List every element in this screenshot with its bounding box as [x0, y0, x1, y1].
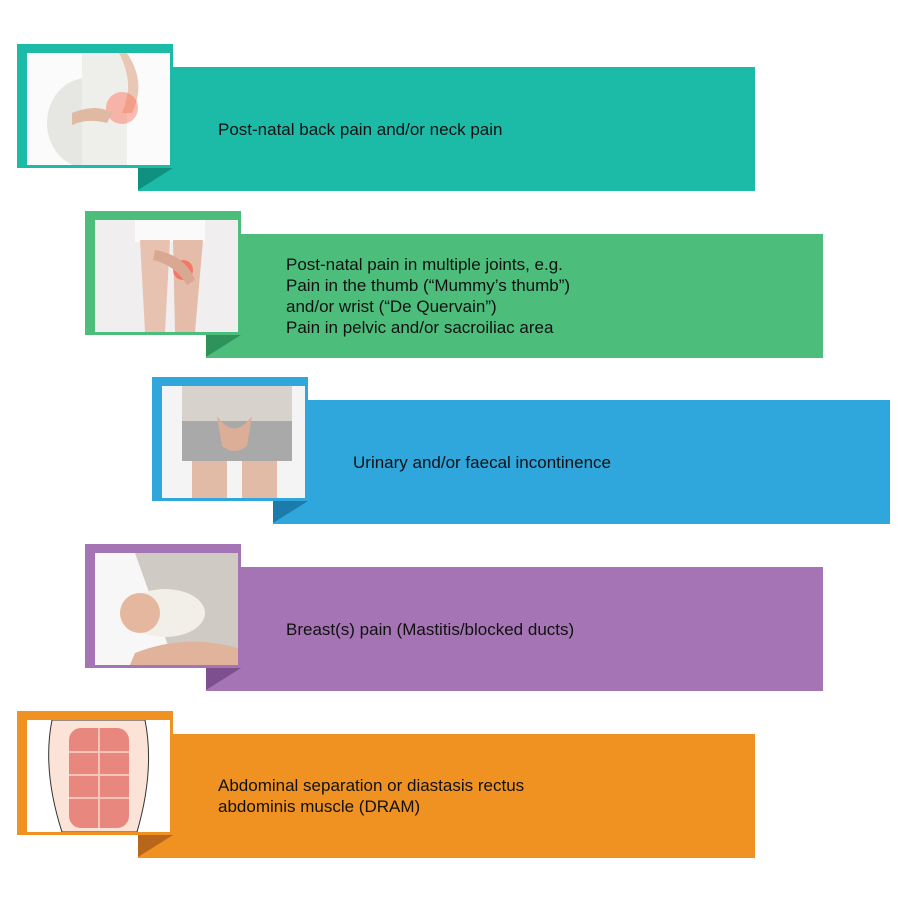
- symptom-banner: Post-natal back pain and/or neck pain: [138, 67, 755, 191]
- knee-pain-photo: [85, 211, 241, 335]
- symptom-banner: Post-natal pain in multiple joints, e.g.…: [206, 234, 823, 358]
- breastfeeding-photo: [85, 544, 241, 668]
- symptom-banner: Abdominal separation or diastasis rectus…: [138, 734, 755, 858]
- banner-fold: [138, 168, 173, 190]
- symptom-banner: Breast(s) pain (Mastitis/blocked ducts): [206, 567, 823, 691]
- symptom-text: Urinary and/or faecal incontinence: [353, 452, 611, 472]
- banner-fold: [206, 335, 241, 357]
- abdominal-muscle-illustration: [17, 711, 173, 835]
- symptom-text: Post-natal back pain and/or neck pain: [218, 119, 503, 139]
- banner-fold: [138, 835, 173, 857]
- pregnant-back-pain-photo: [17, 44, 173, 168]
- banner-fold: [273, 501, 308, 523]
- incontinence-photo: [152, 377, 308, 501]
- symptom-text: Abdominal separation or diastasis rectus…: [218, 776, 525, 816]
- banner-fold: [206, 668, 241, 690]
- symptom-text: Post-natal pain in multiple joints, e.g.…: [286, 255, 571, 337]
- symptom-banner: Urinary and/or faecal incontinence: [273, 400, 890, 524]
- symptom-text: Breast(s) pain (Mastitis/blocked ducts): [286, 619, 575, 639]
